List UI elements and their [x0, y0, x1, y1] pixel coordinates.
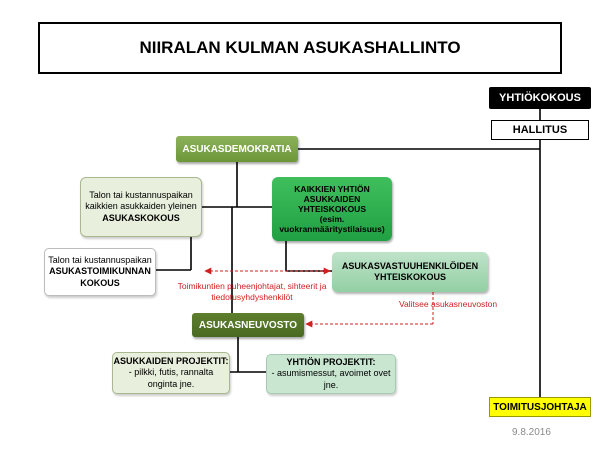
- kaikkien-line1: KAIKKIEN YHTIÖN: [294, 183, 370, 194]
- kaikkien-line5: vuokranmääritystilaisuus): [279, 224, 385, 235]
- toimikuntien-line2: tiedotusyhdyshenkilöt: [211, 291, 293, 302]
- astoim-line3: KOKOUS: [80, 277, 120, 288]
- astoim-line2: ASUKASTOIMIKUNNAN: [49, 266, 151, 277]
- asukaskokous-line2: kaikkien asukkaiden yleinen: [85, 201, 197, 212]
- kaikkien-line4: (esim.: [319, 214, 345, 225]
- toimikuntien-line1: Toimikuntien puheenjohtajat, sihteerit j…: [177, 281, 327, 291]
- yhtion-projektit-box: YHTIÖN PROJEKTIT: - asumismessut, avoime…: [266, 354, 396, 394]
- asvast-line2: YHTEISKOKOUS: [373, 272, 446, 282]
- kaikkien-line3: YHTEISKOKOUS: [297, 203, 366, 214]
- asukasvastuuhenkiloiden-box: ASUKASVASTUUHENKILÖIDEN YHTEISKOKOUS: [332, 252, 488, 292]
- kaikkien-yhtion-box: KAIKKIEN YHTIÖN ASUKKAIDEN YHTEISKOKOUS …: [272, 177, 392, 241]
- asukaskokous-box: Talon tai kustannuspaikan kaikkien asukk…: [80, 177, 202, 237]
- asukasneuvosto-box: ASUKASNEUVOSTO: [192, 313, 304, 337]
- toimitusjohtaja-box: TOIMITUSJOHTAJA: [489, 397, 591, 417]
- toimikuntien-label: Toimikuntien puheenjohtajat, sihteerit j…: [167, 281, 337, 302]
- yhproj-title: YHTIÖN PROJEKTIT:: [286, 357, 376, 368]
- hallitus-box: HALLITUS: [491, 120, 589, 140]
- asvast-line1: ASUKASVASTUUHENKILÖIDEN: [341, 260, 479, 271]
- valitsee-label: Valitsee asukasneuvoston: [399, 299, 498, 309]
- asukkaiden-projektit-box: ASUKKAIDEN PROJEKTIT: - pilkki, futis, r…: [112, 352, 230, 394]
- asproj-title: ASUKKAIDEN PROJEKTIT:: [113, 356, 229, 367]
- date-stamp: 9.8.2016: [512, 427, 551, 438]
- asukaskokous-line1: Talon tai kustannuspaikan: [89, 190, 193, 201]
- asukasdemokratia-box: ASUKASDEMOKRATIA: [176, 136, 298, 162]
- asproj-line1: - pilkki, futis, rannalta: [128, 367, 214, 378]
- asukastoimikunnan-box: Talon tai kustannuspaikan ASUKASTOIMIKUN…: [44, 248, 156, 296]
- yhtiokokous-box: YHTIÖKOKOUS: [489, 87, 591, 109]
- astoim-line1: Talon tai kustannuspaikan: [48, 255, 152, 266]
- yhproj-line2: jne.: [323, 379, 339, 390]
- page-title: NIIRALAN KULMAN ASUKASHALLINTO: [38, 22, 562, 74]
- yhproj-line1: - asumismessut, avoimet ovet: [271, 368, 391, 379]
- asukaskokous-line3: ASUKASKOKOUS: [102, 212, 180, 223]
- kaikkien-line2: ASUKKAIDEN: [303, 193, 361, 204]
- asproj-line2: onginta jne.: [147, 378, 195, 389]
